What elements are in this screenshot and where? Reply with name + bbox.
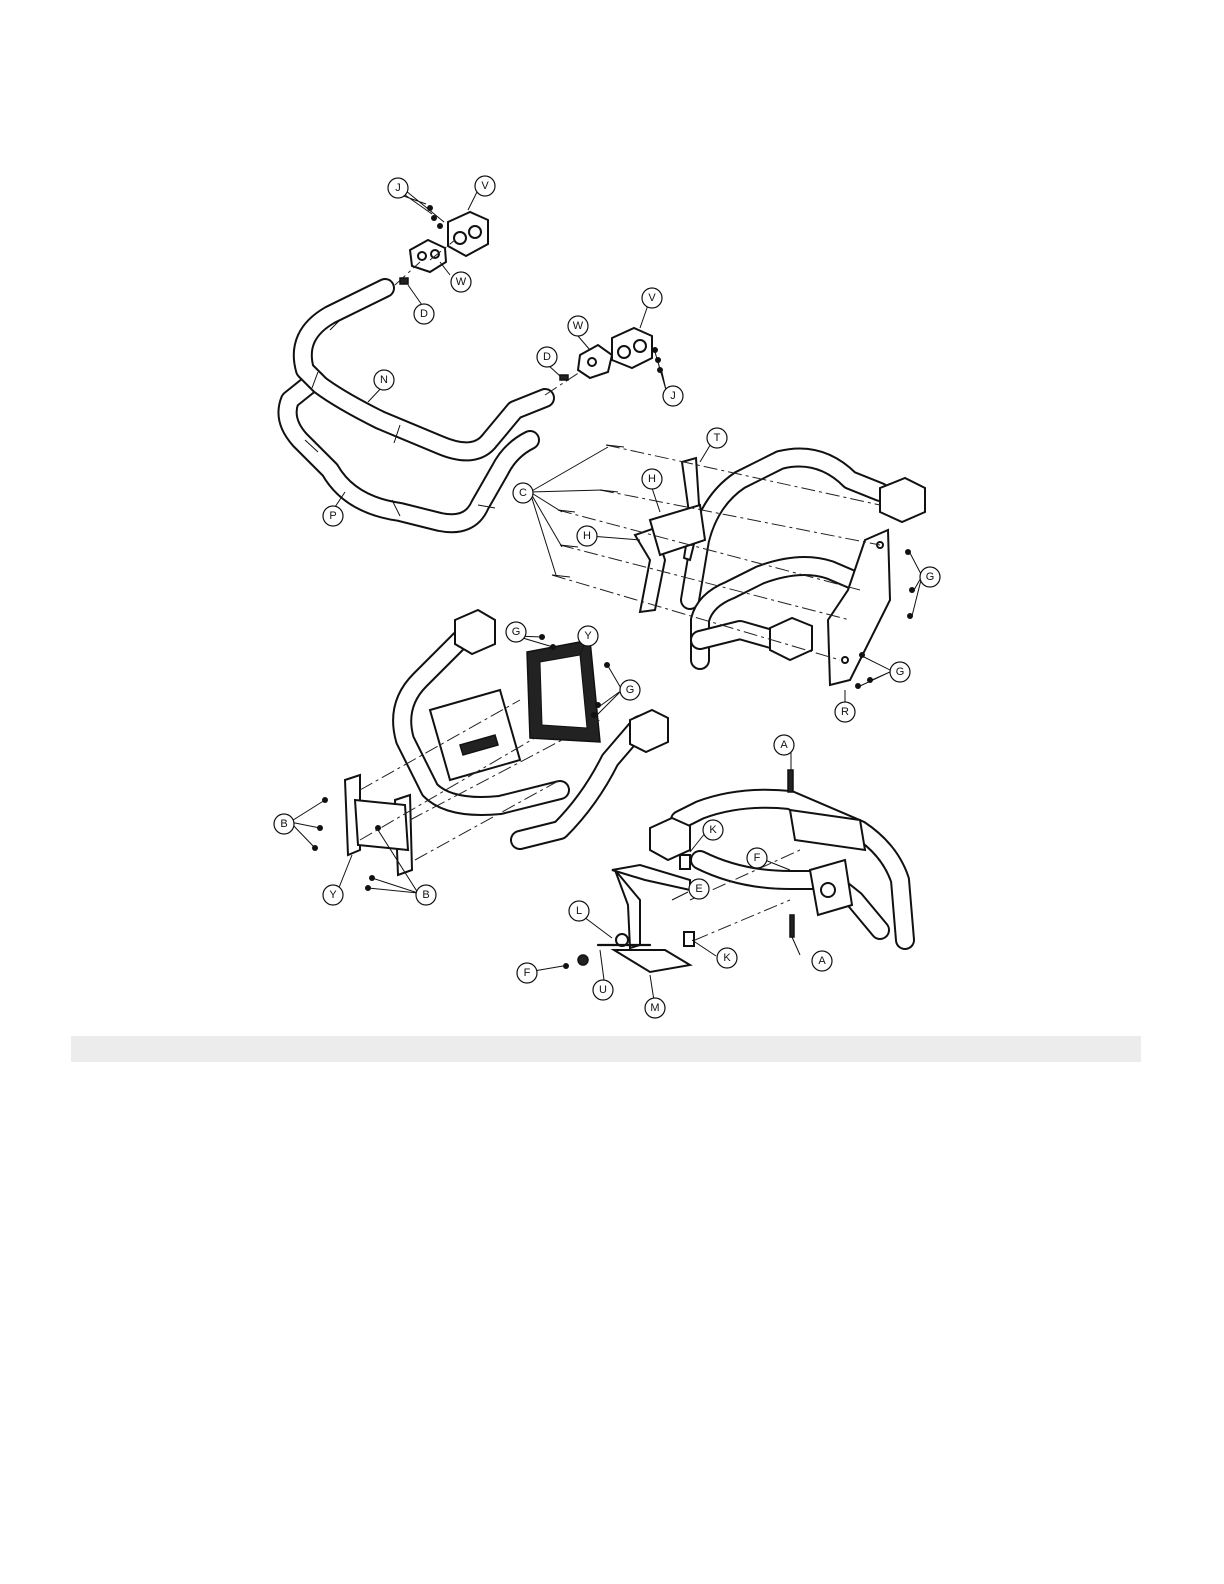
clamp-set-upper	[395, 205, 488, 285]
callout-A-lower: A	[812, 951, 832, 971]
svg-text:W: W	[456, 276, 467, 288]
callout-T: T	[707, 428, 727, 448]
svg-text:N: N	[380, 374, 388, 386]
svg-text:G: G	[512, 626, 521, 638]
svg-text:G: G	[896, 666, 905, 678]
callout-G-left-upper: G	[506, 622, 526, 642]
callout-D-upper: D	[414, 304, 434, 324]
svg-text:W: W	[573, 320, 584, 332]
svg-text:C: C	[519, 487, 527, 499]
callout-H-lower: H	[577, 526, 597, 546]
assembly-lower-left-frame	[312, 610, 668, 891]
callout-A-upper: A	[774, 735, 794, 755]
svg-text:G: G	[626, 684, 635, 696]
callout-K-lower: K	[717, 948, 737, 968]
svg-text:F: F	[524, 967, 531, 979]
callout-J-upper: J	[388, 178, 408, 198]
callout-F-right: F	[747, 848, 767, 868]
callout-E: E	[689, 879, 709, 899]
svg-text:M: M	[650, 1002, 659, 1014]
callout-D-right: D	[537, 347, 557, 367]
callout-F-left: F	[517, 963, 537, 983]
callout-K-upper: K	[703, 820, 723, 840]
callout-R: R	[835, 702, 855, 722]
svg-text:U: U	[599, 984, 607, 996]
callout-H-upper: H	[642, 469, 662, 489]
assembly-lower-right-frame	[563, 752, 905, 972]
svg-text:L: L	[576, 905, 582, 917]
callout-G-left-lower: G	[620, 680, 640, 700]
callout-Y-upper: Y	[578, 626, 598, 646]
svg-text:G: G	[926, 571, 935, 583]
callout-U: U	[593, 980, 613, 1000]
callout-V-right: V	[642, 288, 662, 308]
callout-W-upper: W	[451, 272, 471, 292]
callout-M: M	[645, 998, 665, 1018]
svg-text:E: E	[695, 883, 702, 895]
callout-B-left: B	[274, 814, 294, 834]
svg-text:B: B	[280, 818, 287, 830]
svg-text:B: B	[422, 889, 429, 901]
callout-J-right: J	[663, 386, 683, 406]
svg-text:A: A	[780, 739, 788, 751]
svg-text:R: R	[841, 706, 849, 718]
svg-text:D: D	[420, 308, 428, 320]
callout-Y-lower: Y	[323, 885, 343, 905]
svg-text:H: H	[583, 530, 591, 542]
svg-text:H: H	[648, 473, 656, 485]
svg-text:V: V	[481, 180, 489, 192]
svg-text:T: T	[714, 432, 721, 444]
svg-text:J: J	[395, 182, 401, 194]
svg-text:P: P	[329, 510, 336, 522]
svg-text:Y: Y	[329, 889, 337, 901]
callout-G-right-lower: G	[890, 662, 910, 682]
callout-V-upper: V	[475, 176, 495, 196]
svg-text:Y: Y	[584, 630, 592, 642]
svg-text:K: K	[709, 824, 717, 836]
callout-C: C	[513, 483, 533, 503]
svg-text:V: V	[648, 292, 656, 304]
svg-text:A: A	[818, 955, 826, 967]
caption-bar	[71, 1036, 1141, 1062]
assembly-upper-bars	[288, 288, 545, 523]
callout-N: N	[374, 370, 394, 390]
svg-text:K: K	[723, 952, 731, 964]
svg-text:F: F	[754, 852, 761, 864]
svg-text:D: D	[543, 351, 551, 363]
callout-P: P	[323, 506, 343, 526]
clamp-set-right	[545, 328, 663, 395]
svg-text:J: J	[670, 390, 676, 402]
callout-W-right: W	[568, 316, 588, 336]
callout-L: L	[569, 901, 589, 921]
assembly-right-frame	[552, 445, 925, 689]
callout-B-right: B	[416, 885, 436, 905]
callout-G-right-upper: G	[920, 567, 940, 587]
